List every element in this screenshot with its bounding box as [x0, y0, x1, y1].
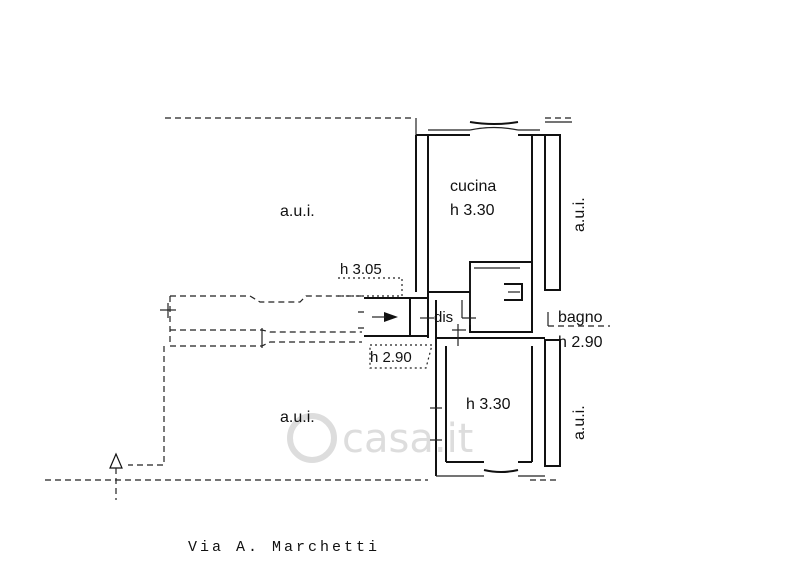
- label-aui-right-bottom: a.u.i.: [571, 405, 588, 440]
- lower-room: [430, 338, 545, 477]
- label-bagno-height: h 2.90: [558, 334, 603, 351]
- watermark-text: casa.it: [342, 416, 473, 462]
- label-aui-bottom-left: a.u.i.: [280, 409, 315, 426]
- label-bagno-name: bagno: [558, 309, 603, 326]
- label-cucina-name: cucina: [450, 178, 496, 195]
- label-cucina-height: h 3.30: [450, 202, 495, 219]
- entrance: [358, 297, 428, 337]
- watermark-logo-icon: [287, 413, 337, 463]
- label-aui-top-left: a.u.i.: [280, 203, 315, 220]
- label-aui-right-top: a.u.i.: [571, 197, 588, 232]
- disimpegno: [420, 291, 545, 346]
- label-street: Via A. Marchetti: [188, 539, 380, 556]
- north-arrow: [109, 452, 123, 500]
- label-corridor-height: h 3.05: [340, 261, 382, 278]
- label-dis: dis: [434, 309, 453, 326]
- cucina-room: [415, 118, 545, 292]
- upper-corridor-box: [338, 277, 403, 297]
- north-arrow-icon: [109, 452, 123, 469]
- entrance-arrow-icon: [384, 312, 398, 322]
- right-wall-lower: [544, 339, 561, 467]
- label-lower-corridor-height: h 2.90: [370, 349, 412, 366]
- lower-corridor-box: [369, 344, 433, 369]
- dashed-corridor: [128, 295, 362, 466]
- label-room-bottom-height: h 3.30: [466, 396, 511, 413]
- watermark: casa.it: [287, 413, 473, 463]
- right-wall-upper: [544, 134, 561, 291]
- bagno-room: [469, 261, 533, 333]
